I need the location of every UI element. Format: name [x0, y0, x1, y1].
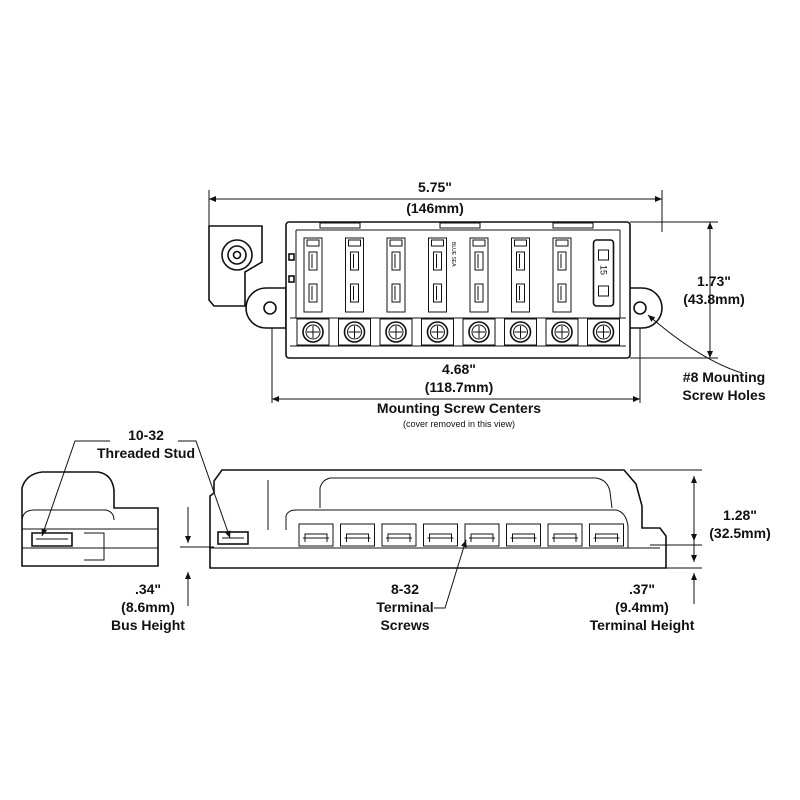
terminal-screw [504, 318, 537, 346]
bus-height-imperial: .34" [135, 581, 161, 597]
fuse-slot [345, 237, 364, 313]
terminal-screw [545, 318, 579, 346]
terminal-screw [421, 318, 454, 346]
side-terminal [340, 523, 375, 547]
overall-width-imperial: 5.75" [418, 179, 452, 195]
mount-centers-metric: (118.7mm) [425, 379, 493, 395]
terminal-height-metric: (9.4mm) [615, 599, 669, 615]
mount-centers-imperial: 4.68" [442, 361, 476, 377]
terminal-screw [462, 318, 496, 346]
terminal-screw [296, 318, 330, 346]
fuse-slot [386, 237, 406, 313]
stud-leader-profile-view [178, 440, 231, 539]
mount-holes-label-line2: Screw Holes [682, 387, 765, 403]
mount-hole-leader [647, 314, 743, 374]
stud-label-line2: Threaded Stud [97, 445, 195, 461]
overall-width-metric: (146mm) [406, 200, 464, 216]
terminal-screw [338, 318, 371, 346]
fuse-rating-label: 15 [599, 265, 609, 275]
terminal-screw-leader [434, 539, 467, 609]
cover-removed-note: (cover removed in this view) [403, 419, 515, 429]
terminal-screw [379, 318, 413, 346]
overall-height-metric: (43.8mm) [683, 291, 744, 307]
mount-holes-label-line1: #8 Mounting [683, 369, 765, 385]
side-terminal [298, 523, 334, 547]
terminal-screw [587, 318, 620, 346]
stud-label-line1: 10-32 [128, 427, 164, 443]
brand-marking: BLUE SEA [450, 242, 456, 267]
profile-height-metric: (32.5mm) [709, 525, 770, 541]
mount-centers-label: Mounting Screw Centers [377, 400, 541, 416]
terminal-height-imperial: .37" [629, 581, 655, 597]
bus-height-metric: (8.6mm) [121, 599, 175, 615]
side-terminal [423, 523, 458, 547]
overall-height-imperial: 1.73" [697, 273, 731, 289]
fuse-slot: 15 [592, 239, 615, 307]
terminal-screws-label-line1: 8-32 [391, 581, 419, 597]
fuse-slot [303, 237, 323, 313]
profile-height-imperial: 1.28" [723, 507, 757, 523]
terminal-screws-label-line3: Screws [380, 617, 429, 633]
side-terminal [589, 523, 624, 547]
profile-view [209, 469, 667, 569]
side-terminal [464, 523, 500, 547]
terminal-height-label: Terminal Height [590, 617, 695, 633]
stud-leader-end-view [41, 440, 110, 537]
terminal-row [298, 523, 624, 547]
fuse-slot [552, 237, 572, 313]
side-terminal [506, 523, 541, 547]
side-terminal [547, 523, 583, 547]
terminal-screws-label-line2: Terminal [376, 599, 433, 615]
end-view [21, 471, 159, 567]
side-terminal [381, 523, 417, 547]
bus-height-label: Bus Height [111, 617, 185, 633]
fuse-row: 15 [296, 237, 620, 346]
fuse-slot [469, 237, 489, 313]
fuse-slot [428, 237, 447, 313]
fuse-slot [511, 237, 530, 313]
